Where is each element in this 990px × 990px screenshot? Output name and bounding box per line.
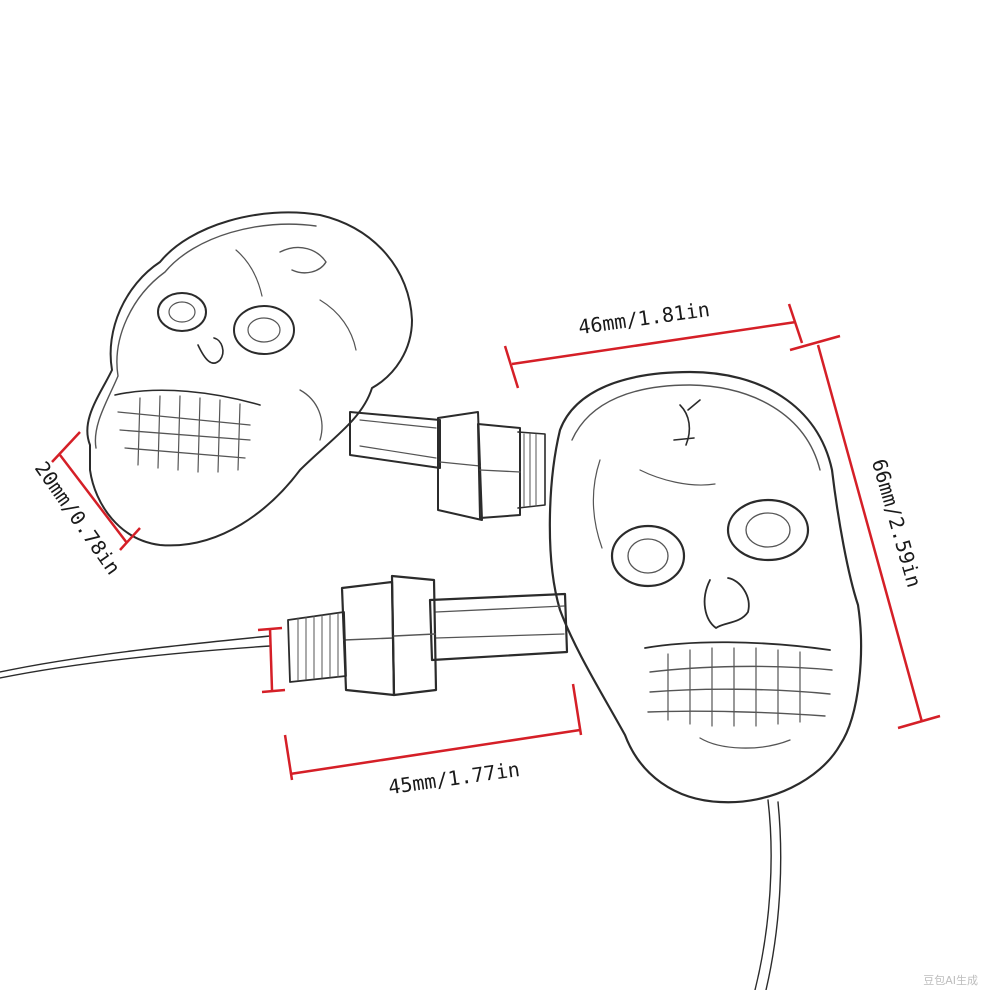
skull-back — [86, 211, 546, 547]
bolt-length-label: 45mm/1.77in — [387, 757, 522, 799]
top-width-label: 46mm/1.81in — [577, 297, 712, 339]
skull-front — [287, 370, 863, 804]
dimension-height: 66mm/2.59in — [789, 334, 941, 730]
watermark-text: 豆包AI生成 — [923, 973, 978, 987]
dimension-bolt-diameter: 20mm/0.78in — [30, 431, 141, 579]
wire-left — [0, 635, 271, 679]
height-label: 66mm/2.59in — [867, 456, 927, 590]
dimension-bolt-thread — [257, 626, 286, 694]
wire-right — [754, 799, 782, 990]
dimension-bolt-length: 45mm/1.77in — [283, 683, 583, 799]
